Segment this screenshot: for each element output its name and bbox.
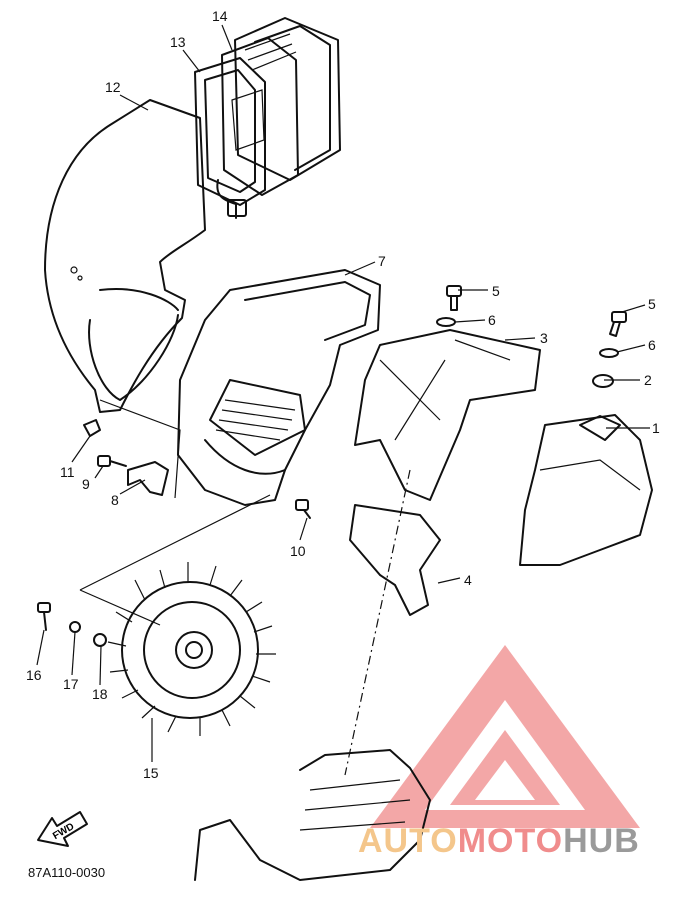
callout-14: 14 xyxy=(212,8,228,24)
part-air-shroud xyxy=(44,99,206,413)
watermark-moto: MOTO xyxy=(458,822,563,860)
part-bolt-16 xyxy=(37,602,51,631)
callout-2: 2 xyxy=(644,372,652,388)
part-nut-11 xyxy=(83,419,101,437)
part-bolt-5a xyxy=(446,285,462,311)
diagram-code: 87A110-0030 xyxy=(28,865,105,880)
callout-18: 18 xyxy=(92,686,108,702)
part-gasket xyxy=(194,57,266,219)
callout-13: 13 xyxy=(170,34,186,50)
callout-4: 4 xyxy=(464,572,472,588)
assembly-lines xyxy=(79,399,411,776)
callout-1: 1 xyxy=(652,420,660,436)
part-washer-18 xyxy=(93,633,107,647)
part-fan-housing xyxy=(177,269,381,506)
part-engine-fragment xyxy=(194,749,431,881)
callout-3: 3 xyxy=(540,330,548,346)
part-washer-6b xyxy=(599,348,619,358)
callout-9: 9 xyxy=(82,476,90,492)
part-washer-6a xyxy=(436,317,456,327)
part-washer-17 xyxy=(69,621,81,633)
watermark-auto: AUTO xyxy=(358,822,458,860)
part-bolt-10 xyxy=(295,499,311,519)
fwd-arrow: FWD xyxy=(37,811,88,847)
callout-11: 11 xyxy=(60,464,75,480)
callout-6a: 6 xyxy=(488,312,496,328)
part-screw-9 xyxy=(97,455,127,467)
callout-8: 8 xyxy=(111,492,119,508)
callout-leaders xyxy=(36,24,650,762)
watermark-text: AUTOMOTOHUB xyxy=(358,822,640,860)
callout-16: 16 xyxy=(26,667,42,683)
part-cover xyxy=(519,414,653,566)
part-bracket xyxy=(354,329,541,501)
part-cooling-fan xyxy=(107,562,276,736)
callout-10: 10 xyxy=(290,543,306,559)
watermark-hub: HUB xyxy=(563,822,640,860)
callout-15: 15 xyxy=(143,765,159,781)
callout-12: 12 xyxy=(105,79,121,95)
callouts: 1 2 3 4 5 5 6 6 7 8 9 10 11 12 13 14 15 … xyxy=(26,8,660,781)
callout-5a: 5 xyxy=(492,283,500,299)
part-air-filter-box xyxy=(221,17,341,196)
callout-7: 7 xyxy=(378,253,386,269)
part-grommet-2 xyxy=(592,374,614,388)
part-bolt-5b xyxy=(609,311,627,337)
part-plate xyxy=(349,504,441,616)
callout-6b: 6 xyxy=(648,337,656,353)
part-clip-8 xyxy=(127,461,169,496)
callout-17: 17 xyxy=(63,676,79,692)
watermark-logo xyxy=(370,645,640,828)
callout-5b: 5 xyxy=(648,296,656,312)
